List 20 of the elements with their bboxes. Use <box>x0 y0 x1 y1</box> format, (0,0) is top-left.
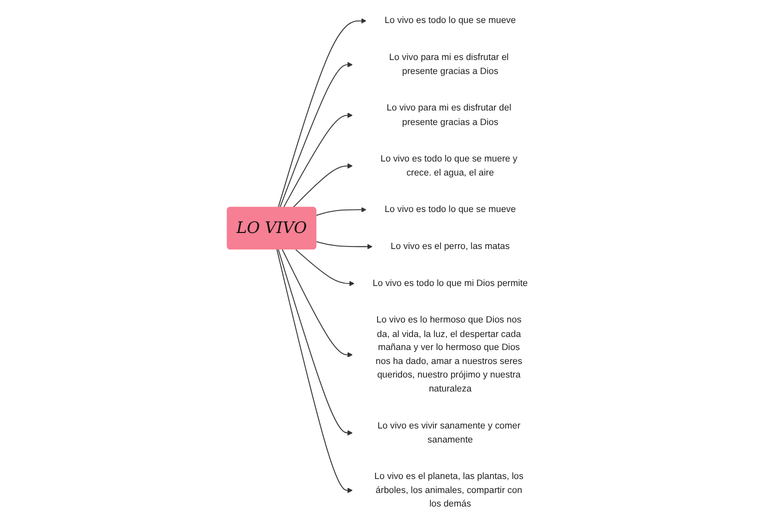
node-text: Lo vivo es vivir sanamente y comer sanamente <box>377 420 520 444</box>
node-text: Lo vivo es todo lo que se mueve <box>384 204 516 214</box>
arrow <box>316 207 366 216</box>
arrow <box>316 241 373 250</box>
node-text: Lo vivo es el perro, las matas <box>390 240 510 252</box>
node-text: Lo vivo es todo lo que mi Dios permite <box>372 278 528 288</box>
arrow <box>292 163 353 208</box>
node-text: Lo vivo es todo lo que se mueve <box>384 15 516 26</box>
arrow <box>282 249 353 358</box>
arrow <box>295 249 355 286</box>
arrow <box>280 62 353 208</box>
arrow <box>283 112 353 208</box>
node-text: Lo vivo para mi es disfrutar el presente gracias a Dios <box>389 52 509 76</box>
node-text: Lo vivo para mi es disfrutar del presente gracias a Dios <box>386 102 512 127</box>
arrow <box>278 18 366 208</box>
node-text: Lo vivo es todo lo que se muere y crece. el agua, el aire <box>380 153 518 178</box>
arrow <box>276 249 353 494</box>
arrow <box>278 249 353 436</box>
node-text: Lo vivo es el planeta, las plantas, los árboles, los animales, compartir con los demás <box>374 471 524 509</box>
node-text: Lo vivo es lo hermoso que Dios nos da, al vida, la luz, el despertar cada mañana y ver lo hermoso que Dios nos ha dado, amar a nuestros seres queridos, nuestro prójimo y nuestra naturaleza <box>376 314 522 394</box>
